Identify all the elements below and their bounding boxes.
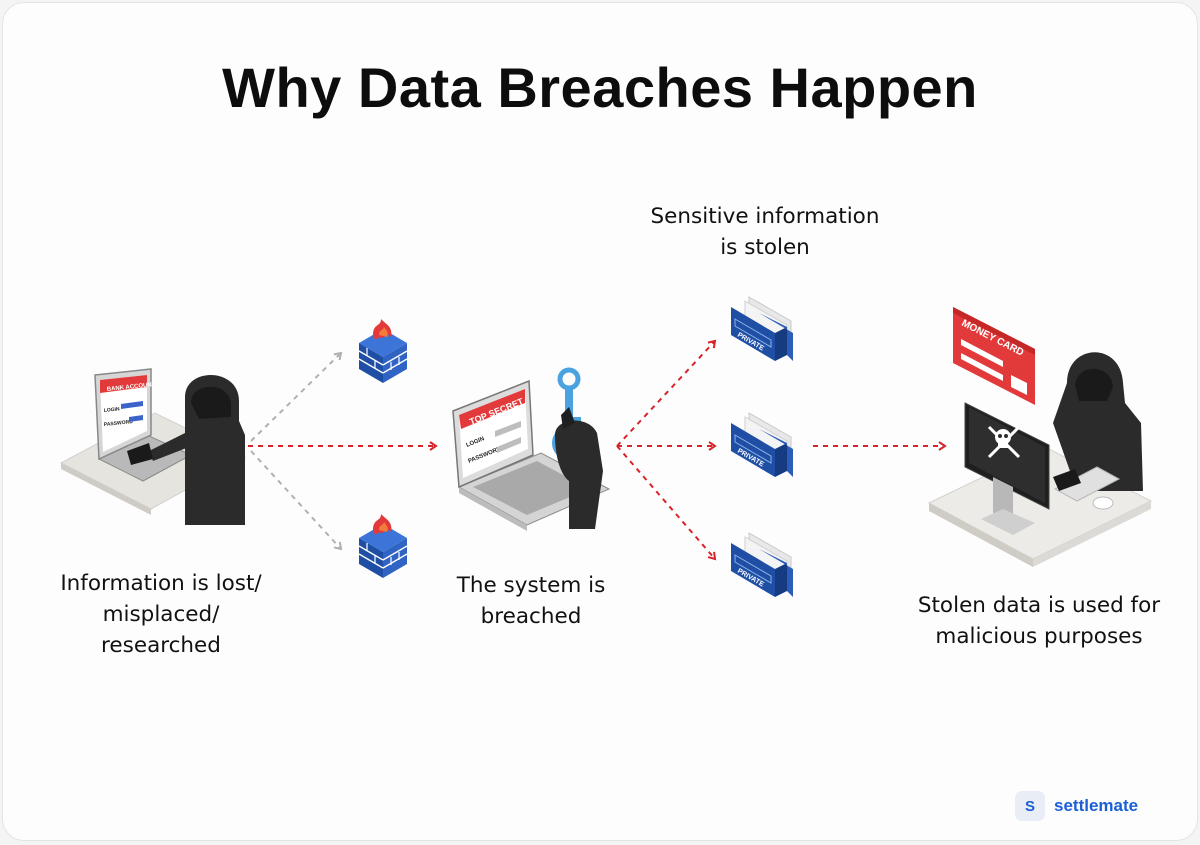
private-folder-top: PRIVATE bbox=[730, 296, 794, 362]
skull-crossbones-icon bbox=[987, 425, 1021, 459]
step-label-system-breached: The system is breached bbox=[456, 573, 606, 629]
arrow-to-firewall-top bbox=[250, 351, 343, 442]
breach-flow-diagram: BANK ACCOUNT LOGIN PASSWORD TOP SECRET L… bbox=[59, 296, 1153, 598]
money-card-icon: MONEY CARD bbox=[953, 307, 1035, 405]
malicious-use-illustration: MONEY CARD bbox=[927, 307, 1153, 567]
step-label-information-lost: Information is lost/ misplaced/ research… bbox=[60, 571, 262, 658]
hacker-laptop-illustration: BANK ACCOUNT LOGIN PASSWORD bbox=[59, 368, 247, 525]
firewall-icon-top bbox=[358, 318, 408, 384]
private-folder-middle: PRIVATE bbox=[730, 412, 794, 478]
laptop1-login-label: LOGIN bbox=[104, 406, 121, 414]
brand-logo: S settlemate bbox=[1015, 791, 1138, 821]
breached-laptop-illustration: TOP SECRET LOGIN PASSWORD bbox=[452, 367, 611, 531]
page-title: Why Data Breaches Happen bbox=[222, 56, 978, 119]
firewall-icon-bottom bbox=[358, 513, 408, 579]
brand-badge: S bbox=[1015, 791, 1045, 821]
arrow-to-folder-bottom bbox=[616, 445, 717, 561]
brand-name: settlemate bbox=[1054, 796, 1139, 815]
step-label-information-stolen: Sensitive information is stolen bbox=[650, 204, 880, 260]
step-label-malicious-use: Stolen data is used for malicious purpos… bbox=[917, 593, 1161, 649]
arrow-to-firewall-bottom bbox=[250, 450, 343, 551]
arrow-to-folder-top bbox=[616, 339, 717, 447]
laptop1-banner: BANK ACCOUNT bbox=[107, 382, 156, 393]
private-folder-bottom: PRIVATE bbox=[730, 532, 794, 598]
laptop1-password-label: PASSWORD bbox=[104, 419, 134, 428]
